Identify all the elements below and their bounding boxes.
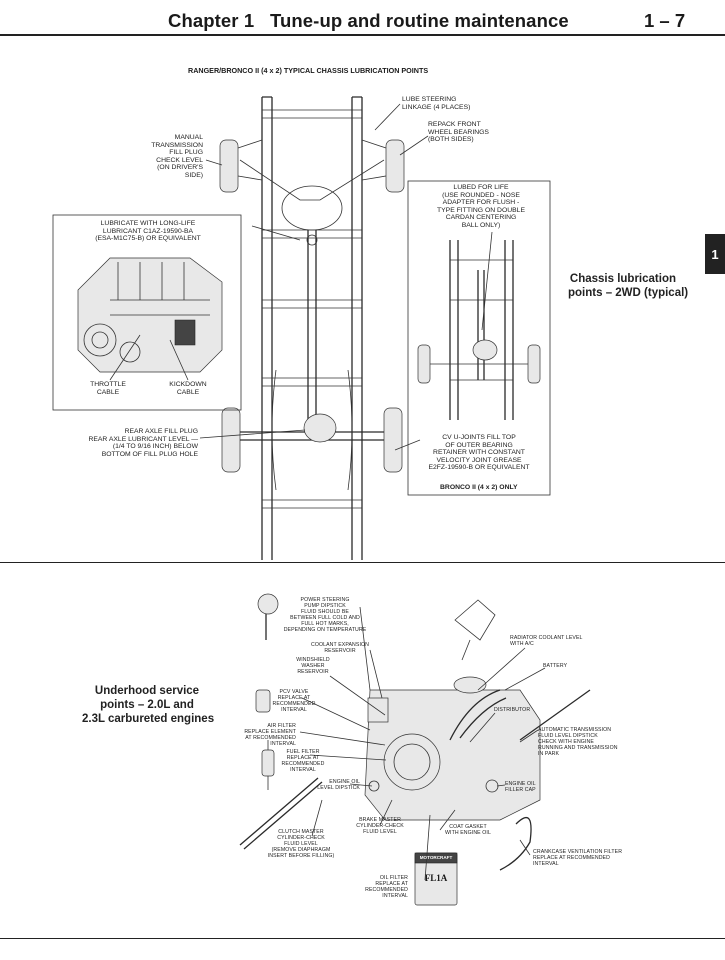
header-rule: [0, 34, 725, 36]
label-pcv-valve: PCV VALVE REPLACE AT RECOMMENDED INTERVA…: [272, 689, 316, 713]
label-engine-oil-filler: ENGINE OIL FILLER CAP: [505, 781, 536, 793]
figure2-caption: Underhood service points – 2.0L and 2.3L…: [82, 685, 215, 725]
label-kickdown-cable: KICKDOWN CABLE: [169, 381, 207, 396]
label-coolant-expansion: COOLANT EXPANSION RESERVOIR: [310, 642, 369, 654]
label-distributor: DISTRIBUTOR: [494, 707, 531, 713]
label-radiator-coolant: RADIATOR COOLANT LEVEL WITH A/C: [510, 635, 583, 647]
label-battery: BATTERY: [543, 663, 568, 669]
label-coat-gasket: COAT GASKET WITH ENGINE OIL: [445, 824, 491, 836]
label-lubricate-long-life: LUBRICATE WITH LONG-LIFE LUBRICANT C1AZ-…: [95, 220, 201, 243]
label-repack-front-bearings: REPACK FRONT WHEEL BEARINGS (BOTH SIDES): [428, 121, 489, 144]
footer-rule: [0, 938, 725, 939]
label-brake-master: BRAKE MASTER CYLINDER-CHECK FLUID LEVEL: [356, 817, 404, 835]
label-power-steering: POWER STEERING PUMP DIPSTICK FLUID SHOUL…: [283, 597, 367, 633]
label-rear-axle: REAR AXLE FILL PLUG REAR AXLE LUBRICANT …: [88, 428, 198, 458]
label-crankcase-vent: CRANKCASE VENTILATION FILTER REPLACE AT …: [533, 849, 623, 867]
figure1-caption: Chassis lubrication points – 2WD (typica…: [568, 273, 689, 299]
bronco-chassis-illustration: [417, 240, 541, 420]
label-auto-transmission: AUTOMATIC TRANSMISSION FLUID LEVEL DIPST…: [538, 727, 618, 757]
label-lube-steering: LUBE STEERING LINKAGE (4 PLACES): [402, 96, 471, 111]
underhood-engine-illustration: [364, 676, 541, 821]
chapter-tab: 1: [705, 234, 725, 274]
label-engine-oil-dipstick: ENGINE OIL LEVEL DIPSTICK: [317, 779, 360, 791]
label-air-filter: AIR FILTER REPLACE ELEMENT AT RECOMMENDE…: [244, 723, 296, 747]
label-throttle-cable: THROTTLE CABLE: [90, 381, 126, 396]
section-divider: [0, 562, 725, 563]
label-oil-filter: OIL FILTER REPLACE AT RECOMMENDED INTERV…: [365, 875, 408, 899]
figure1-title: RANGER/BRONCO II (4 x 2) TYPICAL CHASSIS…: [188, 66, 429, 75]
label-clutch-master: CLUTCH MASTER CYLINDER-CHECK FLUID LEVEL…: [267, 829, 335, 859]
label-lubed-for-life: LUBED FOR LIFE (USE ROUNDED - NOSE ADAPT…: [437, 184, 525, 229]
engine-illustration: [77, 257, 223, 373]
label-fuel-filter: FUEL FILTER REPLACE AT RECOMMENDED INTER…: [281, 749, 325, 773]
oil-filter-brand: MOTORCRAFT: [419, 855, 453, 860]
label-bronco-only: BRONCO II (4 x 2) ONLY: [440, 484, 518, 491]
label-cv-ujoints: CV U-JOINTS FILL TOP OF OUTER BEARING RE…: [428, 434, 530, 472]
chapter-title: Tune-up and routine maintenance: [269, 10, 569, 31]
page-number: 1 – 7: [644, 10, 686, 31]
oil-filter-model: FL1A: [424, 873, 448, 883]
chapter-heading: Chapter 1 Tune-up and routine maintenanc…: [168, 10, 569, 32]
chapter-number: Chapter 1: [168, 10, 255, 31]
label-windshield-washer: WINDSHIELD WASHER RESERVOIR: [296, 657, 330, 675]
label-manual-transmission: MANUAL TRANSMISSION FILL PLUG CHECK LEVE…: [151, 134, 203, 179]
